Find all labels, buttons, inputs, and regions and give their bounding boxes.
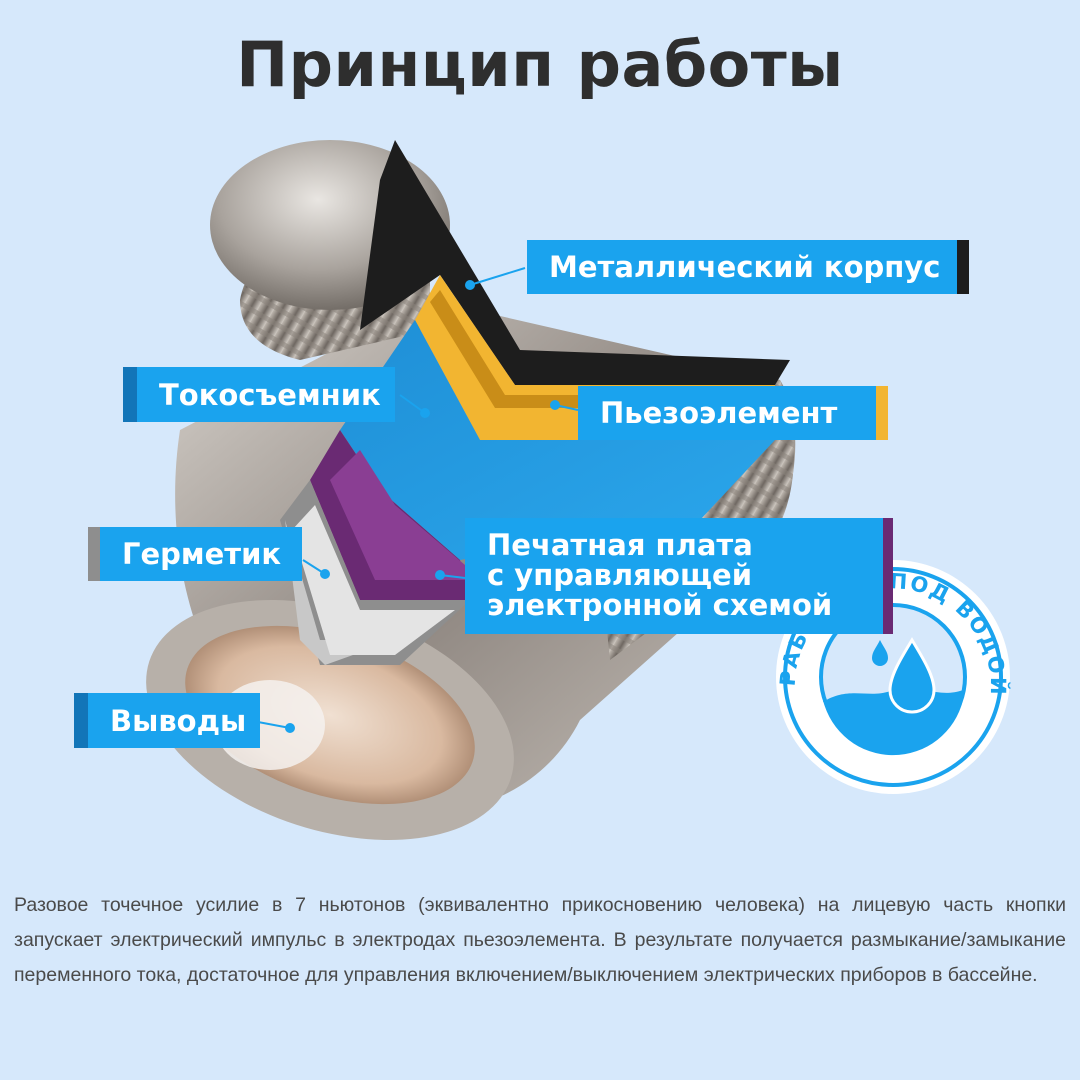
button-cutaway-diagram: РАБОТАЕТ ПОД ВОДОЙ xyxy=(146,140,1010,840)
sealant-face xyxy=(285,520,395,665)
label-sealant: Герметик xyxy=(88,527,302,581)
label-metal-case: Металлический корпус xyxy=(527,240,969,294)
label-current-collector: Токосъемник xyxy=(123,367,395,422)
metal-case-layer xyxy=(360,140,790,385)
leader-lines xyxy=(257,267,579,733)
page-title: Принцип работы xyxy=(236,28,844,101)
current-collector-layer xyxy=(340,320,775,560)
water-drop-icon xyxy=(888,637,936,714)
label-pcb: Печатная плата с управляющей электронной… xyxy=(465,518,893,634)
label-leads: Выводы xyxy=(74,693,260,748)
label-piezo: Пьезоэлемент xyxy=(578,386,888,440)
description-text: Разовое точечное усилие в 7 ньютонов (эк… xyxy=(14,894,1066,986)
